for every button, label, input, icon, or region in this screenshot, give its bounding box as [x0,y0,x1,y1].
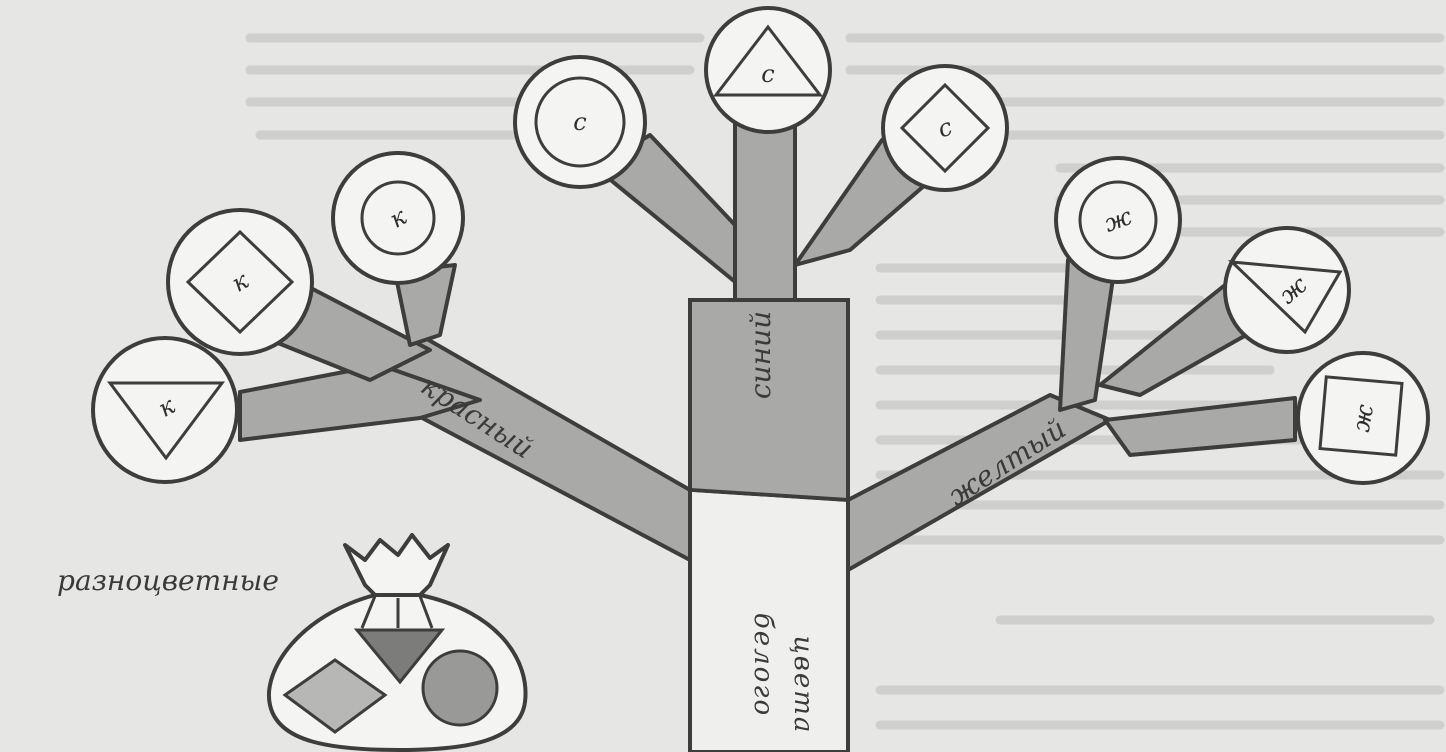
branch-label-blue: синий [744,311,777,399]
leaf-yellow-square-symbol: ж [1347,401,1379,433]
trunk [688,298,850,752]
branch-yellow-lower [1103,396,1297,457]
bag-triangle-shape [353,628,446,685]
leaf-blue-circle: с [513,55,647,189]
trunk-label-color: цвета [788,636,818,735]
leaf-yellow-circle: ж [1054,156,1182,284]
bag-tie [343,533,450,597]
leaf-blue-triangle: с [704,6,832,134]
leaf-red-square: к [166,208,314,356]
branches [238,108,1297,572]
trunk-label-white: белого [748,613,778,717]
leaf-blue-square: с [881,64,1009,192]
multicolor-bag [266,533,528,752]
bag-square-shape [282,658,388,734]
leaf-yellow-triangle: ж [1223,226,1351,354]
branch-blue-center [733,108,797,302]
bag-circle-shape [421,649,499,727]
leaf-red-triangle: к [91,336,239,484]
bag-label: разноцветные [57,564,279,597]
leaf-blue-triangle-symbol: с [761,60,774,88]
leaf-red-circle: к [331,151,465,285]
leaf-blue-circle-symbol: с [573,108,586,136]
leaf-yellow-square: ж [1296,351,1430,485]
